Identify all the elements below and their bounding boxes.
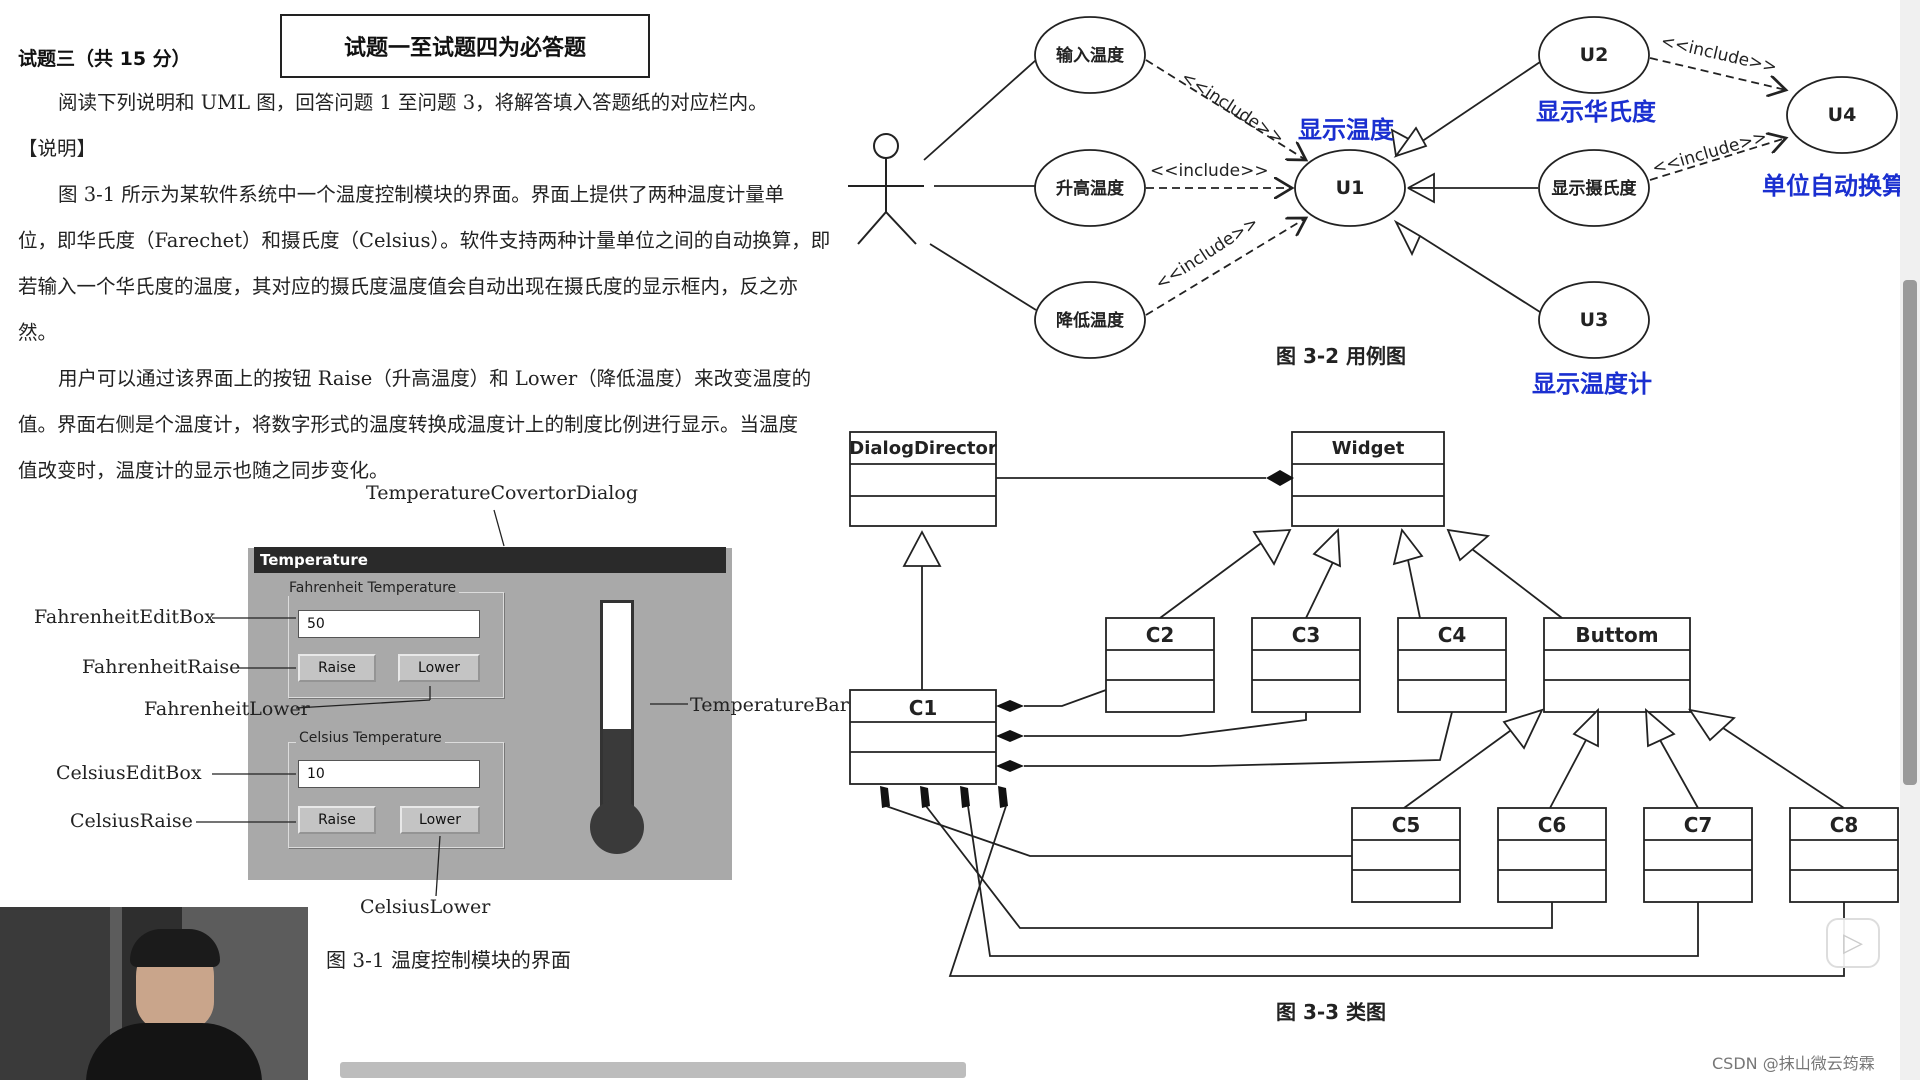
- para1-line: 位，即华氏度（Farechet）和摄氏度（Celsius）。软件支持两种计量单位…: [18, 229, 831, 252]
- para2-line: 用户可以通过该界面上的按钮 Raise（升高温度）和 Lower（降低温度）来改…: [58, 367, 812, 390]
- class-widget: Widget: [1332, 438, 1405, 459]
- section-heading: 【说明】: [18, 137, 97, 160]
- watermark: CSDN @抹山微云筠霖: [1712, 1054, 1875, 1073]
- class-c3: C3: [1292, 623, 1321, 647]
- fahrenheit-group-label: Fahrenheit Temperature: [286, 580, 460, 596]
- answer-u2: 显示华氏度: [1536, 98, 1656, 126]
- celsius-edit-box[interactable]: 10: [298, 760, 480, 788]
- celsius-group-label: Celsius Temperature: [296, 730, 445, 746]
- para1-line: 然。: [18, 321, 58, 344]
- class-buttom: Buttom: [1575, 623, 1658, 647]
- question-title: 试题三（共 15 分）: [18, 48, 191, 70]
- fahrenheit-raise-button[interactable]: Raise: [298, 654, 376, 682]
- class-c4: C4: [1438, 623, 1467, 647]
- figure32-caption: 图 3-2 用例图: [1276, 344, 1407, 368]
- figure31-callout-lines: [196, 509, 688, 897]
- usecase-u3: U3: [1580, 309, 1609, 331]
- intro-text: 阅读下列说明和 UML 图，回答问题 1 至问题 3，将解答填入答题纸的对应栏内…: [58, 91, 768, 114]
- include-label: <<include>>: [1150, 161, 1269, 181]
- class-dialog-director: DialogDirector: [849, 438, 997, 459]
- usecase-show-celsius: 显示摄氏度: [1552, 178, 1638, 199]
- celsius-raise-button[interactable]: Raise: [298, 806, 376, 834]
- figure33-caption: 图 3-3 类图: [1276, 1000, 1387, 1024]
- para2-line: 值。界面右侧是个温度计，将数字形式的温度转换成温度计上的制度比例进行显示。当温度: [18, 413, 799, 436]
- figure31-caption: 图 3-1 温度控制模块的界面: [326, 948, 571, 972]
- dialog-title-bar: Temperature: [254, 547, 726, 573]
- class-c2: C2: [1146, 623, 1175, 647]
- actor-icon: [848, 133, 924, 245]
- class-c1: C1: [909, 696, 938, 720]
- class-c8: C8: [1830, 813, 1859, 837]
- presenter-webcam: [0, 907, 308, 1080]
- required-note-box: 试题一至试题四为必答题: [280, 14, 650, 78]
- play-icon[interactable]: ▷: [1826, 918, 1880, 968]
- fahrenheit-lower-button[interactable]: Lower: [398, 654, 480, 682]
- dialog-callout: TemperatureCovertorDialog: [366, 482, 638, 504]
- callout-fahrenheit-edit: FahrenheitEditBox: [34, 606, 216, 628]
- answer-u3: 显示温度计: [1532, 370, 1652, 398]
- vertical-scrollbar-thumb[interactable]: [1903, 280, 1917, 785]
- callout-celsius-raise: CelsiusRaise: [70, 810, 193, 832]
- fahrenheit-edit-box[interactable]: 50: [298, 610, 480, 638]
- para1-line: 图 3-1 所示为某软件系统中一个温度控制模块的界面。界面上提供了两种温度计量单: [58, 183, 785, 206]
- required-note: 试题一至试题四为必答题: [343, 36, 586, 61]
- horizontal-scrollbar[interactable]: [340, 1062, 966, 1078]
- class-c5: C5: [1392, 813, 1421, 837]
- callout-celsius-lower: CelsiusLower: [360, 896, 491, 918]
- callout-fahrenheit-raise: FahrenheitRaise: [82, 656, 241, 678]
- para2-line: 值改变时，温度计的显示也随之同步变化。: [18, 459, 389, 482]
- usecase-input: 输入温度: [1056, 45, 1125, 66]
- answer-u1: 显示温度: [1298, 116, 1394, 144]
- callout-fahrenheit-lower: FahrenheitLower: [144, 698, 310, 720]
- thermometer-bulb: [590, 800, 644, 854]
- usecase-u4: U4: [1828, 104, 1857, 126]
- celsius-lower-button[interactable]: Lower: [400, 806, 480, 834]
- usecase-lower: 降低温度: [1056, 310, 1125, 331]
- para1-line: 若输入一个华氏度的温度，其对应的摄氏度温度值会自动出现在摄氏度的显示框内，反之亦: [18, 275, 799, 298]
- answer-u4: 单位自动换算: [1762, 172, 1906, 200]
- usecase-u1: U1: [1336, 177, 1365, 199]
- class-c6: C6: [1538, 813, 1567, 837]
- usecase-raise: 升高温度: [1056, 178, 1125, 199]
- class-c7: C7: [1684, 813, 1713, 837]
- usecase-u2: U2: [1580, 44, 1609, 66]
- callout-temperature-bar: TemperatureBar: [690, 694, 849, 716]
- callout-celsius-edit: CelsiusEditBox: [56, 762, 202, 784]
